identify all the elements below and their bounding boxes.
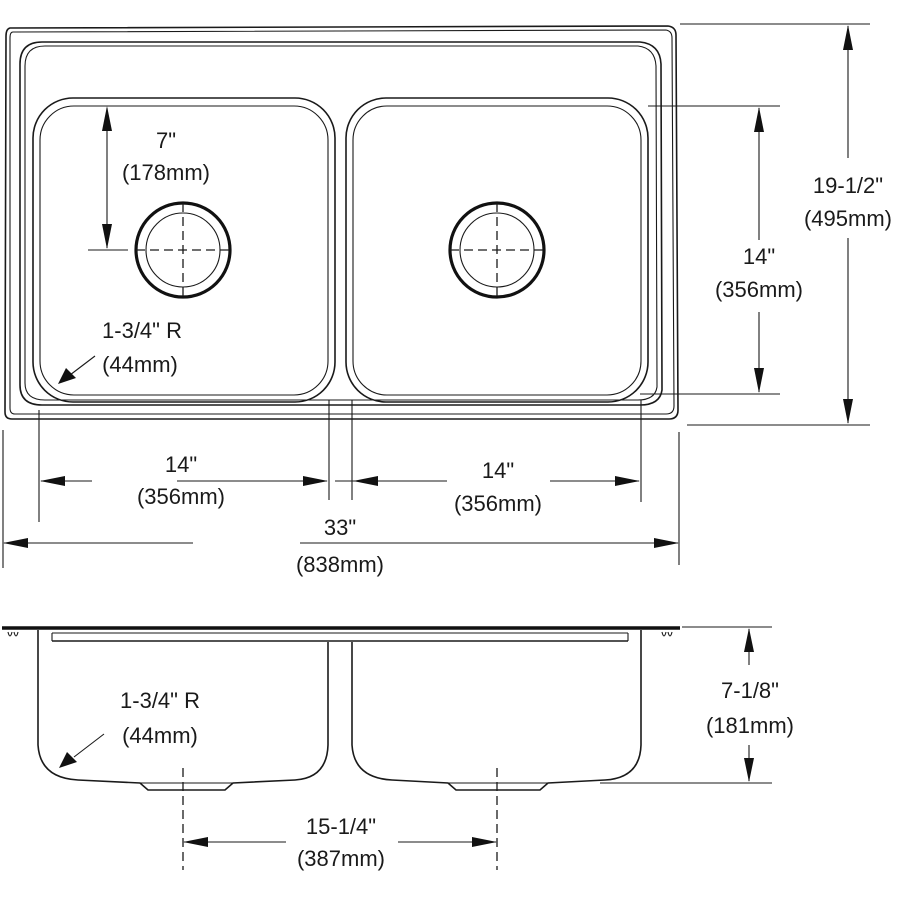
corner-radius-metric: (44mm) <box>102 352 178 377</box>
right-bowl-outline <box>345 97 649 403</box>
right-bowl-width-metric: (356mm) <box>454 491 542 516</box>
corner-radius-leader <box>58 355 96 384</box>
right-bowl-profile <box>351 630 642 791</box>
overall-front-back-dimension <box>680 23 870 426</box>
right-bowl-width-imperial: 14" <box>482 458 514 483</box>
bowl-depth-dimension <box>600 626 772 784</box>
overall-front-back-imperial: 19-1/2" <box>813 173 883 198</box>
deck-ledge-outline <box>19 41 663 406</box>
drain-offset-imperial: 7" <box>156 128 176 153</box>
left-bowl-inner-outline <box>39 105 329 396</box>
left-bowl-width-metric: (356mm) <box>137 484 225 509</box>
left-mounting-clip <box>7 631 19 637</box>
left-bowl-profile <box>37 630 329 791</box>
overall-width-metric: (838mm) <box>296 552 384 577</box>
drain-spacing-metric: (387mm) <box>297 846 385 871</box>
bowl-depth-metric: (181mm) <box>706 713 794 738</box>
bowl-depth-front-back-imperial: 14" <box>743 244 775 269</box>
drain-offset-metric: (178mm) <box>122 160 210 185</box>
left-drain <box>134 201 232 299</box>
drain-spacing-imperial: 15-1/4" <box>306 814 376 839</box>
drain-offset-dimension <box>88 106 128 251</box>
deck-ledge-inner-outline <box>24 45 658 401</box>
right-bowl-width-dimension <box>335 476 640 486</box>
side-corner-radius-metric: (44mm) <box>122 723 198 748</box>
bowl-depth-imperial: 7-1/8" <box>721 678 779 703</box>
left-bowl-outline <box>32 97 336 403</box>
right-bowl-inner-outline <box>352 105 642 396</box>
outer-rim-outline <box>4 25 679 420</box>
overall-front-back-metric: (495mm) <box>804 206 892 231</box>
drain-spacing-dimension <box>183 837 497 847</box>
corner-radius-imperial: 1-3/4" R <box>102 318 182 343</box>
side-corner-radius-imperial: 1-3/4" R <box>120 688 200 713</box>
outer-rim-inner-outline <box>9 29 675 415</box>
right-drain <box>448 201 546 299</box>
side-corner-radius-leader <box>59 733 105 768</box>
overall-width-imperial: 33" <box>324 515 356 540</box>
overall-width-dimension <box>3 538 679 548</box>
right-mounting-clip <box>661 631 673 637</box>
bowl-depth-front-back-dimension <box>640 105 780 395</box>
bowl-depth-front-back-metric: (356mm) <box>715 277 803 302</box>
left-bowl-width-imperial: 14" <box>165 452 197 477</box>
top-view: 7" (178mm) 1-3/4" R (44mm) 14" (356mm) <box>2 23 892 577</box>
side-view: 1-3/4" R (44mm) 7-1/8" (181mm) 15-1/4" (… <box>2 626 794 871</box>
left-bowl-width-dimension <box>40 476 328 486</box>
